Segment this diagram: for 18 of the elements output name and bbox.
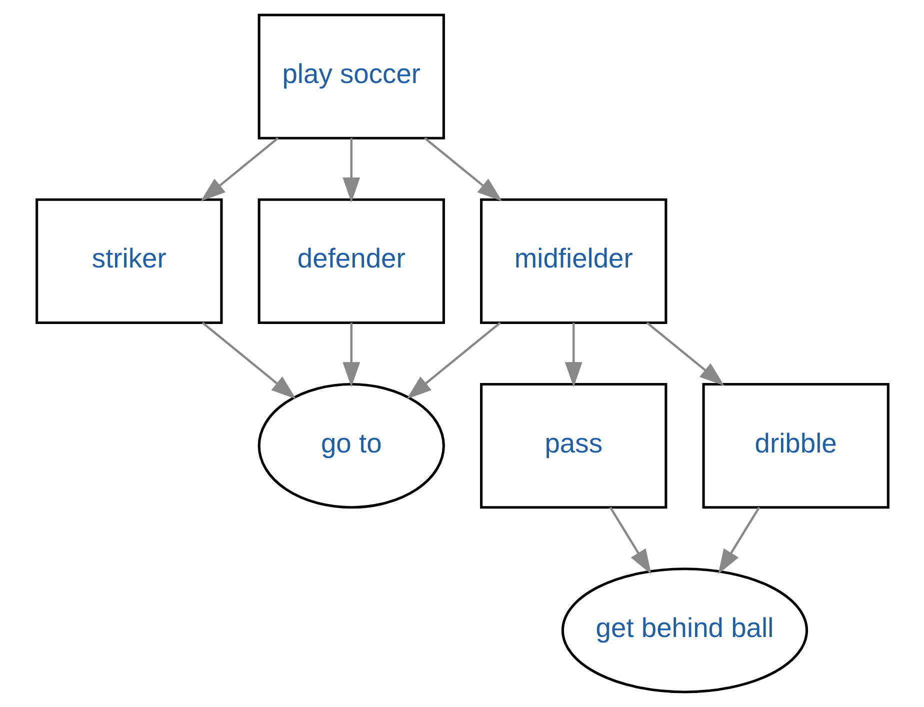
arrow bbox=[342, 138, 360, 202]
arrow bbox=[342, 322, 360, 388]
node-box: play soccer bbox=[257, 14, 444, 140]
node-box: striker bbox=[35, 198, 222, 324]
arrow bbox=[406, 322, 500, 400]
arrow bbox=[424, 137, 502, 202]
node-box: midfielder bbox=[480, 198, 667, 324]
arrow bbox=[718, 506, 760, 574]
arrow bbox=[200, 137, 278, 202]
node-ellipse: get behind ball bbox=[560, 568, 808, 694]
arrow bbox=[608, 506, 651, 574]
node-box: pass bbox=[480, 382, 667, 509]
node-box: defender bbox=[257, 198, 444, 324]
node-ellipse: go to bbox=[257, 382, 444, 509]
arrow bbox=[564, 322, 582, 388]
arrow bbox=[646, 322, 724, 386]
node-box: dribble bbox=[702, 382, 889, 509]
arrow bbox=[201, 322, 296, 400]
